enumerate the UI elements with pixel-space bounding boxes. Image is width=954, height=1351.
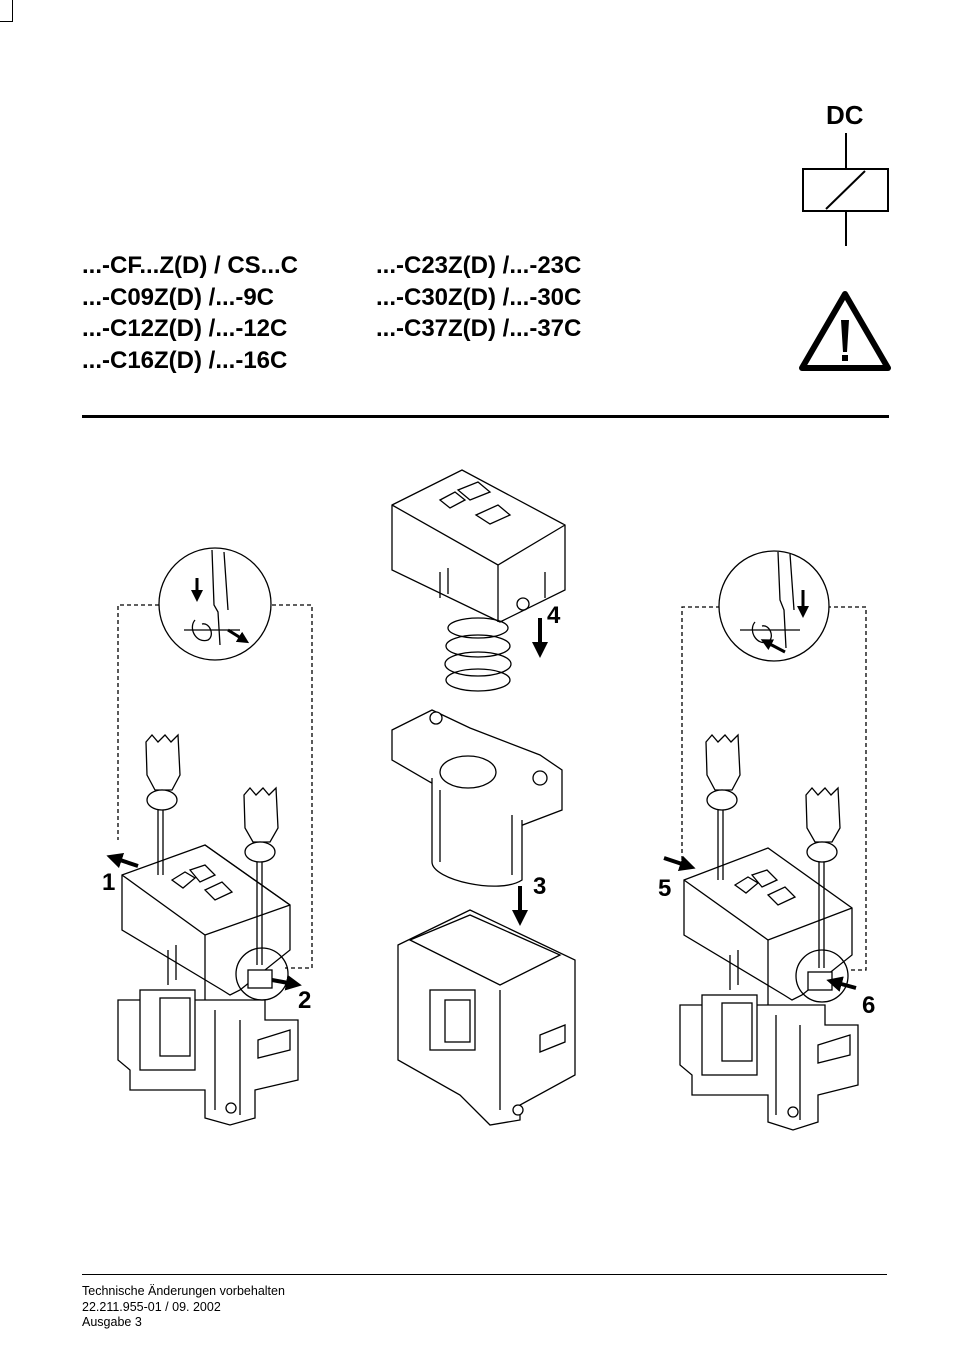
step-number: 1 bbox=[102, 869, 115, 896]
footer-note: Technische Änderungen vorbehalten bbox=[82, 1284, 285, 1298]
crop-mark-vertical bbox=[12, 0, 13, 22]
dc-coil-symbol-icon bbox=[802, 133, 889, 246]
contactor-left bbox=[117, 547, 313, 1126]
contactor-center bbox=[391, 469, 576, 1126]
crop-mark-horizontal bbox=[0, 21, 12, 22]
warning-icon bbox=[799, 291, 891, 371]
model-list-right: ...-C23Z(D) /...-23C ...-C30Z(D) /...-30… bbox=[376, 250, 581, 345]
header-divider bbox=[82, 415, 889, 418]
contactor-right bbox=[679, 550, 867, 1131]
step-number: 2 bbox=[298, 987, 311, 1014]
model-item: ...-C16Z(D) /...-16C bbox=[82, 346, 288, 374]
step-number: 5 bbox=[658, 875, 671, 902]
model-item: ...-CF...Z(D) / CS...C bbox=[82, 252, 298, 279]
footer-divider bbox=[82, 1274, 887, 1275]
model-item: ...-C37Z(D) /...-37C bbox=[376, 315, 582, 342]
footer: Technische Änderungen vorbehalten 22.211… bbox=[82, 1284, 285, 1331]
step-number: 6 bbox=[862, 992, 875, 1019]
model-item: ...-C09Z(D) /...-9C bbox=[82, 283, 275, 311]
model-item: ...-C12Z(D) /...-12C bbox=[82, 315, 288, 342]
model-list-left: ...-CF...Z(D) / CS...C ...-C09Z(D) /...-… bbox=[82, 250, 298, 376]
edition: Ausgabe 3 bbox=[82, 1315, 142, 1329]
step-number: 3 bbox=[533, 873, 546, 900]
model-item: ...-C30Z(D) /...-30C bbox=[376, 283, 582, 311]
dc-label: DC bbox=[826, 100, 864, 130]
document-number: 22.211.955-01 / 09. 2002 bbox=[82, 1299, 221, 1314]
step-number: 4 bbox=[547, 602, 561, 629]
model-item: ...-C23Z(D) /...-23C bbox=[376, 252, 582, 279]
